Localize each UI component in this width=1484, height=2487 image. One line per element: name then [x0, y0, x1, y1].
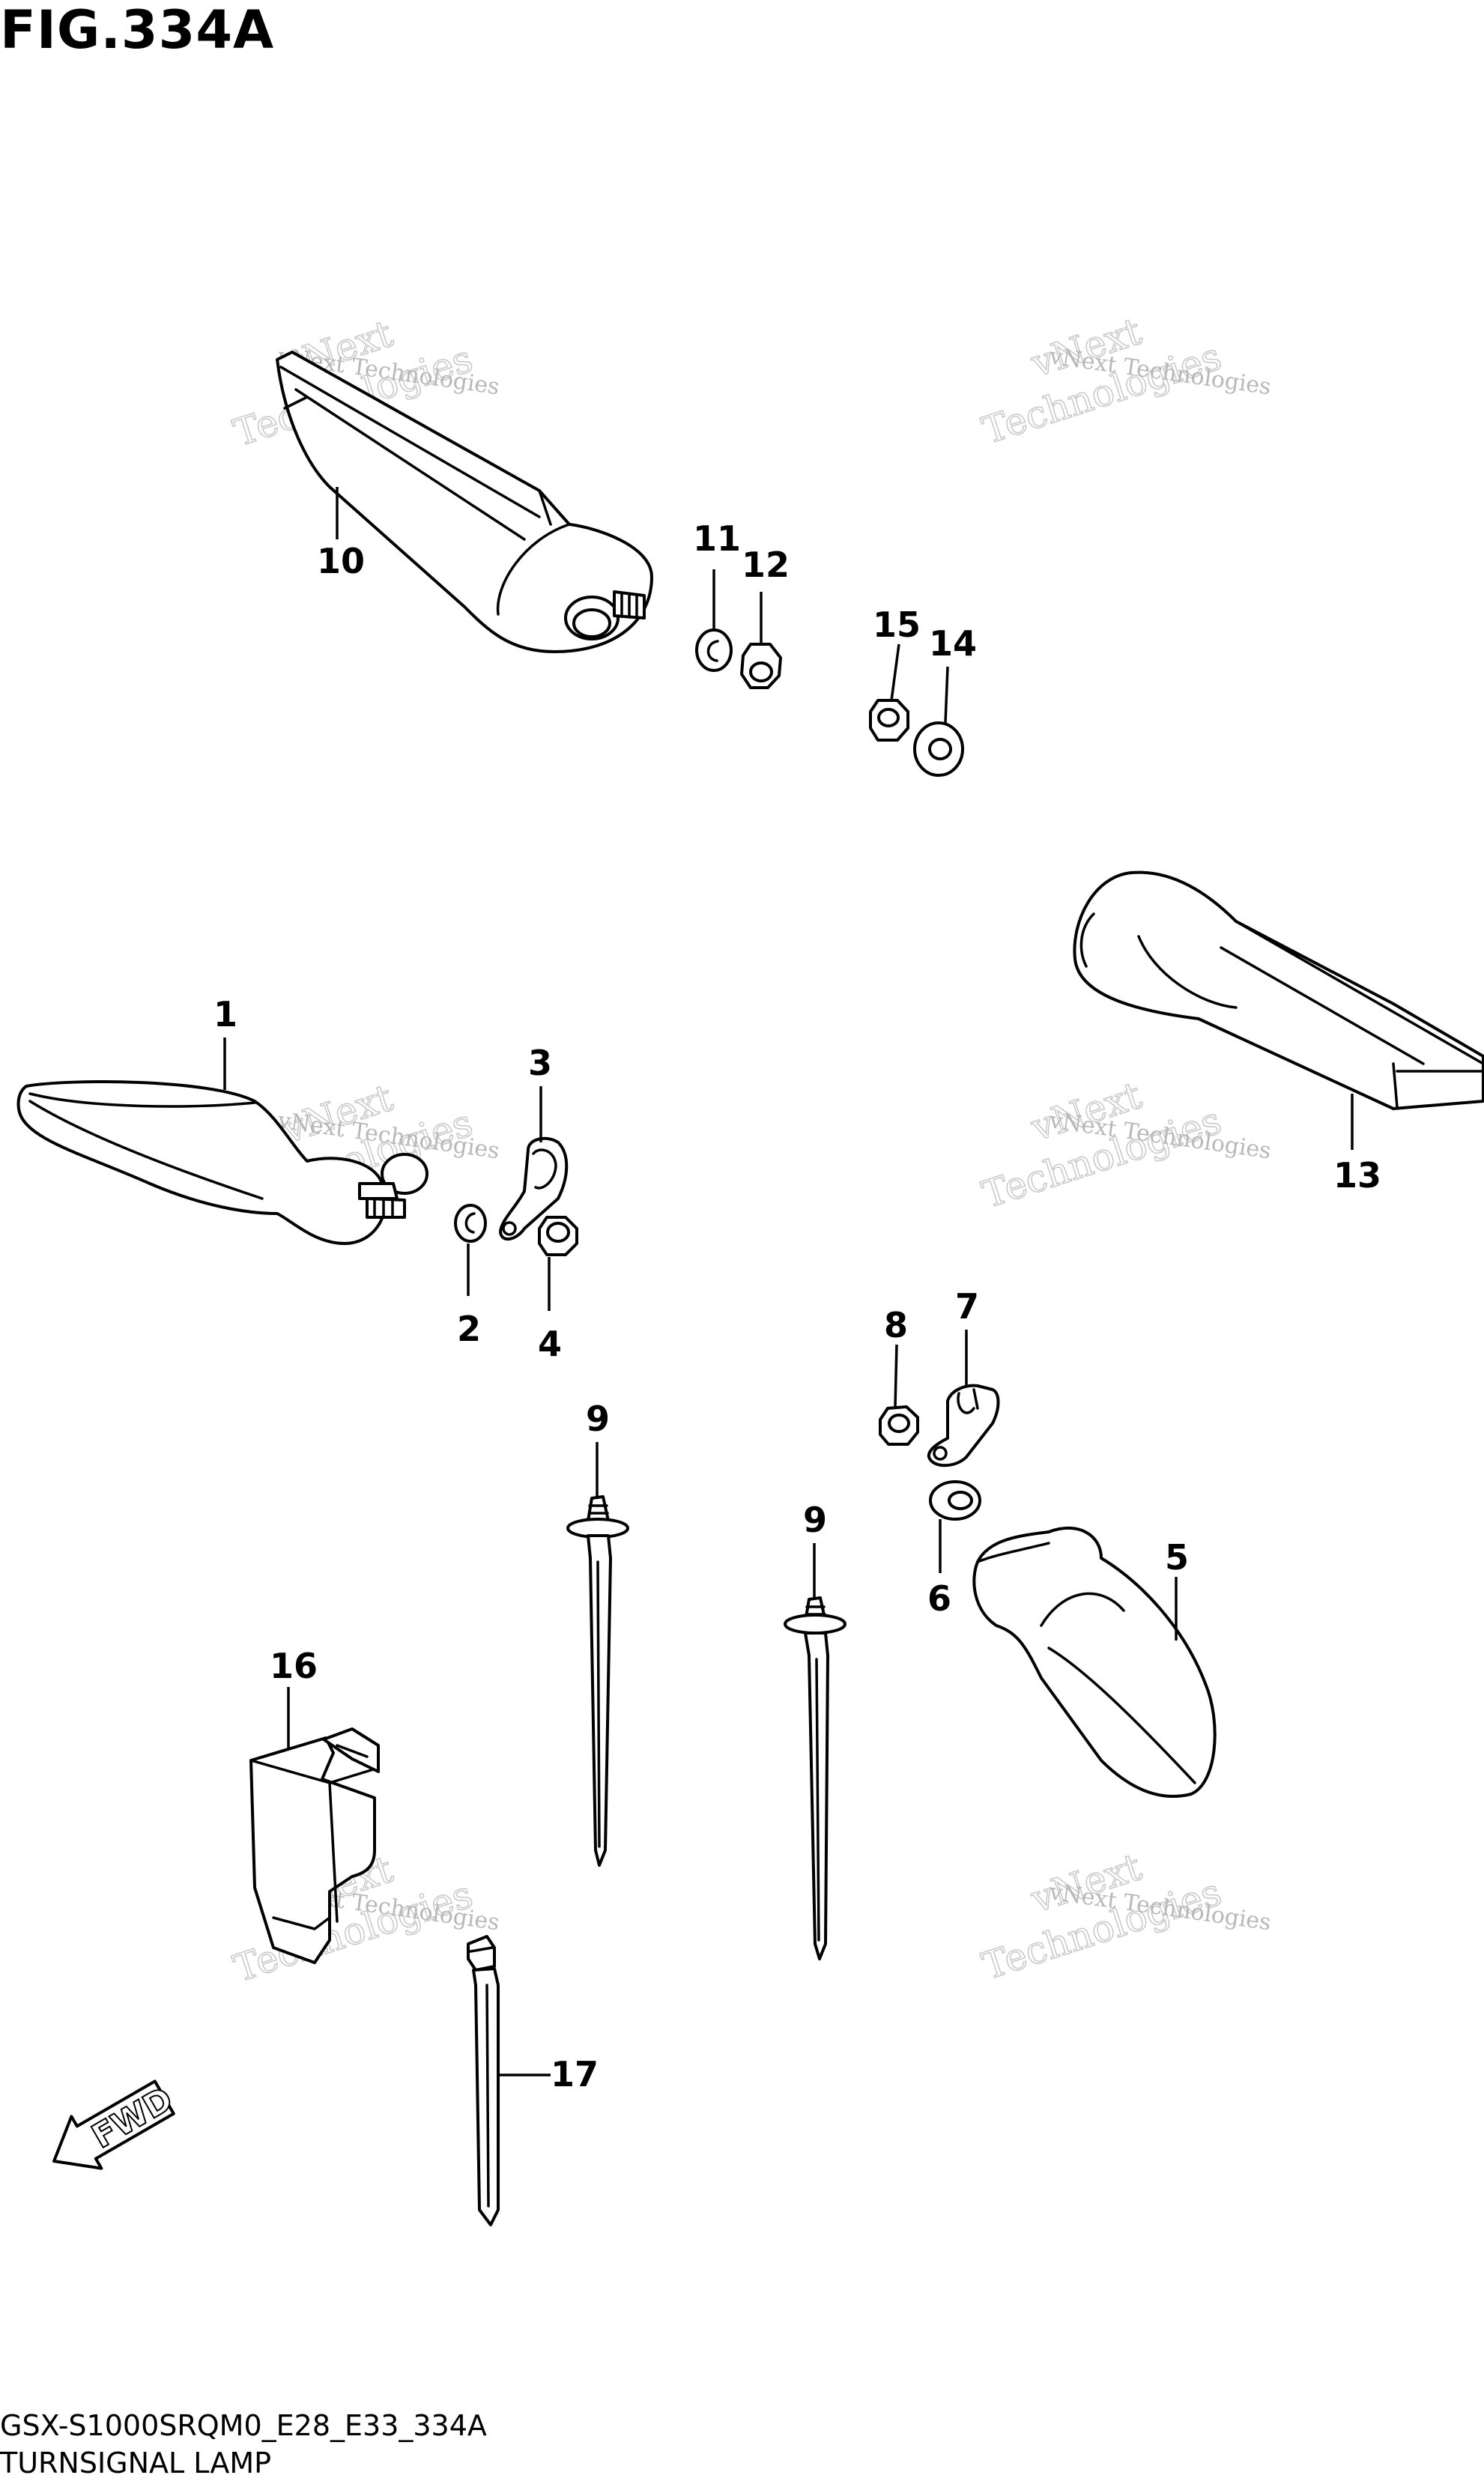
callout-9-right: 9: [803, 1500, 827, 1540]
part-7-bracket: [927, 1384, 1000, 1467]
diagram-name: TURNSIGNAL LAMP: [0, 2447, 272, 2480]
part-8-nut: [879, 1405, 919, 1446]
callout-13: 13: [1333, 1155, 1381, 1196]
callout-9-left: 9: [586, 1399, 610, 1439]
callout-1: 1: [213, 994, 237, 1035]
callout-3: 3: [528, 1043, 552, 1083]
callout-12: 12: [742, 545, 790, 585]
callout-4: 4: [538, 1324, 562, 1364]
part-9-cable-tie: [784, 1596, 847, 1960]
callout-14: 14: [929, 623, 977, 664]
callout-16: 16: [270, 1646, 318, 1686]
part-2-washer: [454, 1204, 487, 1243]
part-17-cable-tie: [467, 1935, 500, 2226]
part-4-nut: [538, 1216, 578, 1256]
figure-title: FIG.334A: [0, 0, 275, 61]
part-5-front-turnsignal: [972, 1527, 1217, 1798]
part-3-bracket: [499, 1136, 569, 1241]
callout-5: 5: [1165, 1537, 1189, 1578]
part-16-relay: [249, 1727, 380, 1964]
part-12-nut: [740, 643, 782, 689]
part-1-front-turnsignal: [16, 1080, 428, 1245]
leader-lines: [223, 487, 1354, 2076]
fwd-label: FWD: [85, 2080, 179, 2157]
part-10-rear-turnsignal: [276, 351, 653, 653]
diagram-code: GSX-S1000SRQM0_E28_E33_334A: [0, 2409, 487, 2442]
callout-8: 8: [884, 1305, 908, 1345]
part-14-washer: [913, 721, 964, 777]
part-15-nut: [869, 699, 909, 742]
callout-7: 7: [955, 1286, 979, 1327]
callout-11: 11: [693, 518, 741, 559]
callout-17: 17: [551, 2054, 599, 2094]
callout-15: 15: [873, 605, 921, 645]
callouts: 10 11 12 15 14 1 3 2 4 13 8 7 9 9 6 5 16…: [213, 518, 1381, 2094]
callout-10: 10: [317, 541, 365, 581]
callout-6: 6: [927, 1578, 951, 1619]
callout-2: 2: [457, 1309, 481, 1349]
part-11-washer: [695, 628, 733, 672]
part-13-rear-turnsignal: [1073, 870, 1484, 1110]
fwd-direction-arrow: FWD: [52, 2079, 180, 2170]
part-9-cable-tie: [566, 1495, 629, 1867]
part-6-washer: [929, 1480, 981, 1521]
